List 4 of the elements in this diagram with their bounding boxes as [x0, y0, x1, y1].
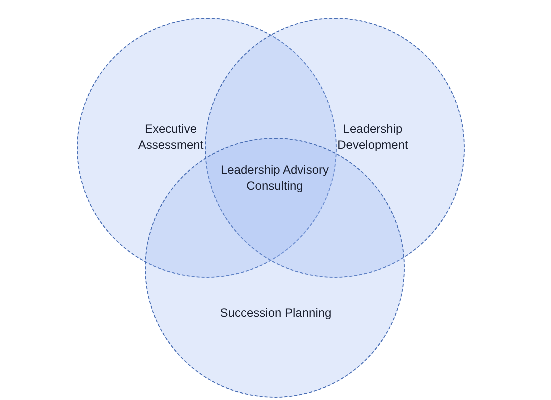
circle-label: Leadership Development	[336, 121, 410, 153]
circle-label: Succession Planning	[219, 305, 333, 321]
overlap-label: Leadership Advisory Consulting	[220, 162, 330, 194]
circle-label: Executive Assessment	[137, 121, 205, 153]
